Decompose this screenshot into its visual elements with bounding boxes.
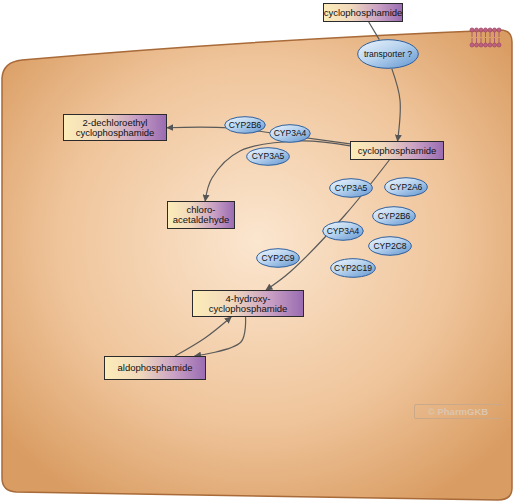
enzyme-ellipse: CYP3A4 [269,124,311,143]
node-text: 4-hydroxy- cyclophosphamide [193,294,303,314]
ellipse-shape [369,237,412,256]
node-text: CYP2B6 [376,212,413,221]
node-text: CYP3A4 [272,129,309,138]
ellipse-shape [247,148,290,166]
node-text: CYP2C8 [371,242,408,251]
reaction-arrow [392,69,400,141]
node-text: CYP2A6 [388,183,425,192]
node-text: CYP3A4 [325,227,362,236]
reaction-arrow [195,317,246,356]
compound-box: aldophosphamide [104,356,206,380]
node-text: cyclophosphamide [322,8,405,18]
ellipse-shape [225,117,266,134]
ellipse-shape [358,40,419,69]
cell-body [2,30,512,500]
node-text: CYP3A5 [250,152,287,161]
enzyme-ellipse: CYP2C8 [368,236,412,256]
reaction-arrow [205,141,350,201]
enzyme-ellipse: CYP2B6 [372,206,416,226]
compound-box: chloro- acetaldehyde [167,201,235,229]
node-text: 2-dechloroethyl cyclophosphamide [64,118,166,138]
ellipse-shape [331,259,376,278]
transporter-ellipse: transporter ? [357,39,419,69]
reaction-arrow [369,22,380,40]
node-text: CYP2C9 [259,254,296,263]
node-text: CYP2B6 [227,121,264,130]
node-text: aldophosphamide [115,363,194,373]
ellipse-shape [373,207,416,226]
enzyme-ellipse: CYP3A5 [329,178,373,198]
ellipse-shape [330,179,373,198]
enzyme-ellipse: CYP3A5 [246,147,290,166]
reaction-arrow [266,160,389,290]
ellipse-shape [257,249,300,268]
node-text: cyclophosphamide [356,146,439,156]
enzyme-ellipse: CYP2C9 [256,248,300,268]
compound-box: cyclophosphamide [323,3,403,22]
enzyme-ellipse: CYP2C19 [330,258,376,278]
ellipse-shape [385,178,428,197]
node-text: CYP2C19 [332,264,374,273]
ellipse-shape [323,222,364,241]
enzyme-ellipse: CYP2A6 [384,177,428,197]
enzyme-ellipse: CYP3A4 [322,221,364,241]
node-text: chloro- acetaldehyde [168,205,234,225]
ellipse-shape [270,125,311,143]
compound-box: 2-dechloroethyl cyclophosphamide [63,114,167,141]
compound-box: cyclophosphamide [350,141,444,160]
node-text: transporter ? [362,50,414,59]
membrane-symbol [470,28,501,47]
node-text: CYP3A5 [333,184,370,193]
watermark: © PharmGKB [414,404,502,419]
enzyme-ellipse: CYP2B6 [224,116,266,134]
compound-box: 4-hydroxy- cyclophosphamide [192,290,304,317]
